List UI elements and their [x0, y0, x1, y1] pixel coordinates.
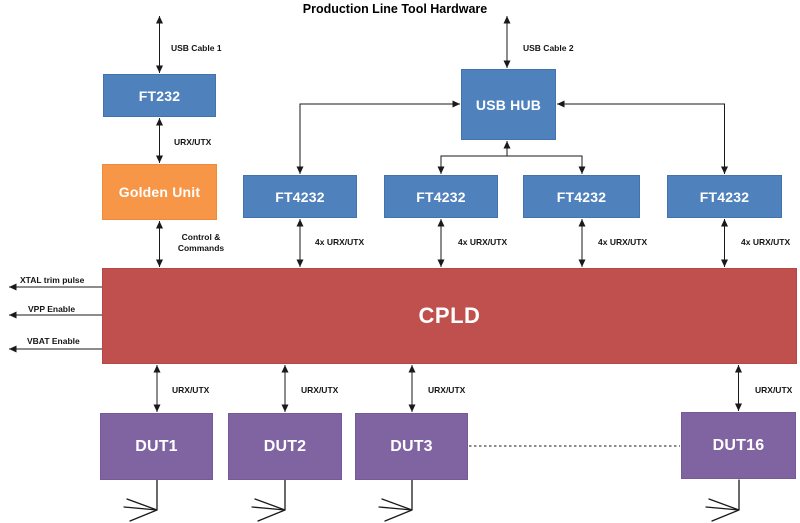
ground-symbol	[705, 479, 740, 522]
ft4232-cpld-label-3: 4x URX/UTX	[598, 237, 648, 247]
vpp-enable-label: VPP Enable	[28, 304, 76, 314]
connector-ft4232-4-hub	[557, 100, 728, 174]
ft4232-box-4: FT4232	[667, 175, 782, 218]
control-commands-label: Control & Commands	[178, 232, 224, 253]
dut3-box: DUT3	[355, 413, 468, 480]
cpld-dut16-urx-utx-label: URX/UTX	[755, 385, 793, 395]
vbat-enable-label: VBAT Enable	[27, 336, 80, 346]
ft4232-box-3: FT4232	[523, 175, 640, 218]
usb-cable-1-label: USB Cable 1	[171, 43, 222, 53]
usb-cable-2-label: USB Cable 2	[523, 43, 574, 53]
diagram-title: Production Line Tool Hardware	[302, 2, 488, 16]
ft4232-box-2: FT4232	[384, 175, 498, 218]
ft4232-box-1: FT4232	[243, 175, 357, 218]
dut2-box: DUT2	[228, 413, 342, 480]
ground-symbol	[123, 479, 158, 522]
control-commands-line2: Commands	[177, 242, 225, 253]
connector-ft4232-1-hub	[296, 100, 460, 174]
dut1-box: DUT1	[100, 413, 213, 480]
cpld-dut1-urx-utx-label: URX/UTX	[172, 385, 210, 395]
golden-unit-box: Golden Unit	[102, 164, 217, 220]
ft4232-cpld-label-4: 4x URX/UTX	[741, 237, 791, 247]
cpld-dut3-urx-utx-label: URX/UTX	[428, 385, 466, 395]
urx-utx-label: URX/UTX	[174, 137, 212, 147]
ft4232-cpld-label-1: 4x URX/UTX	[315, 237, 365, 247]
ground-symbol	[251, 479, 286, 522]
xtal-trim-pulse-label: XTAL trim pulse	[20, 275, 85, 285]
cpld-dut2-urx-utx-label: URX/UTX	[301, 385, 339, 395]
dut16-box: DUT16	[681, 412, 796, 479]
cpld-box: CPLD	[102, 268, 797, 364]
control-commands-line1: Control &	[181, 232, 221, 242]
ground-symbol	[378, 479, 413, 522]
connector-ft4232-23-branch	[437, 155, 586, 174]
ft4232-cpld-label-2: 4x URX/UTX	[458, 237, 508, 247]
ft232-box: FT232	[103, 74, 216, 117]
usb-hub-box: USB HUB	[461, 69, 556, 140]
